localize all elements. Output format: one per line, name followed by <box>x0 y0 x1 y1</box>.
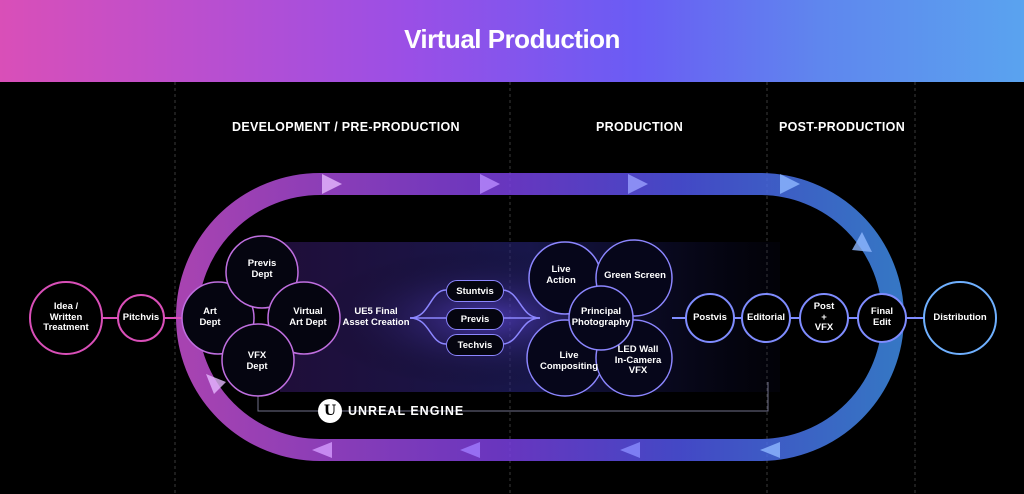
node-virtual-art-dept: Virtual Art Dept <box>289 306 327 328</box>
node-post-vfx: Post + VFX <box>813 300 835 334</box>
node-editorial: Editorial <box>746 311 785 323</box>
connectors-fan <box>409 289 541 345</box>
node-stuntvis: Stuntvis <box>446 280 504 302</box>
unreal-engine-brand: U UNREAL ENGINE <box>318 399 464 423</box>
phase-label-development: DEVELOPMENT / PRE-PRODUCTION <box>232 120 460 134</box>
node-distribution: Distribution <box>933 311 987 323</box>
node-led-wall-in-camera-vfx: LED Wall In-Camera VFX <box>614 343 662 377</box>
unreal-engine-logo-icon: U <box>318 399 342 423</box>
pinwheel-cluster <box>181 235 341 397</box>
node-final-edit: Final Edit <box>870 306 894 328</box>
node-art-dept: Art Dept <box>199 306 221 328</box>
node-ue5-final-asset-creation: UE5 Final Asset Creation <box>342 306 410 328</box>
node-techvis: Techvis <box>446 334 504 356</box>
loop-arrows <box>206 174 872 458</box>
node-pitchvis: Pitchvis <box>122 311 160 323</box>
node-postvis: Postvis <box>693 311 727 323</box>
node-previs: Previs <box>446 308 504 330</box>
phase-label-post-production: POST-PRODUCTION <box>779 120 906 134</box>
unreal-engine-wordmark: UNREAL ENGINE <box>348 404 465 418</box>
node-green-screen: Green Screen <box>604 269 666 281</box>
page-title: Virtual Production <box>404 24 620 54</box>
title-banner: Virtual Production <box>0 0 1024 82</box>
node-principal-photography: Principal Photography <box>571 306 631 328</box>
post-circles <box>685 293 907 343</box>
phase-label-production: PRODUCTION <box>596 120 684 134</box>
node-live-action: Live Action <box>546 264 576 286</box>
node-live-compositing: Live Compositing <box>539 350 599 372</box>
node-idea-written-treatment: Idea / Written Treatment <box>43 300 89 334</box>
node-vfx-dept: VFX Dept <box>246 350 268 372</box>
node-previs-dept: Previs Dept <box>247 258 277 280</box>
diagram-graphics <box>29 82 997 494</box>
production-cluster <box>526 239 673 397</box>
workflow-diagram: DEVELOPMENT / PRE-PRODUCTION PRODUCTION … <box>0 82 1024 494</box>
